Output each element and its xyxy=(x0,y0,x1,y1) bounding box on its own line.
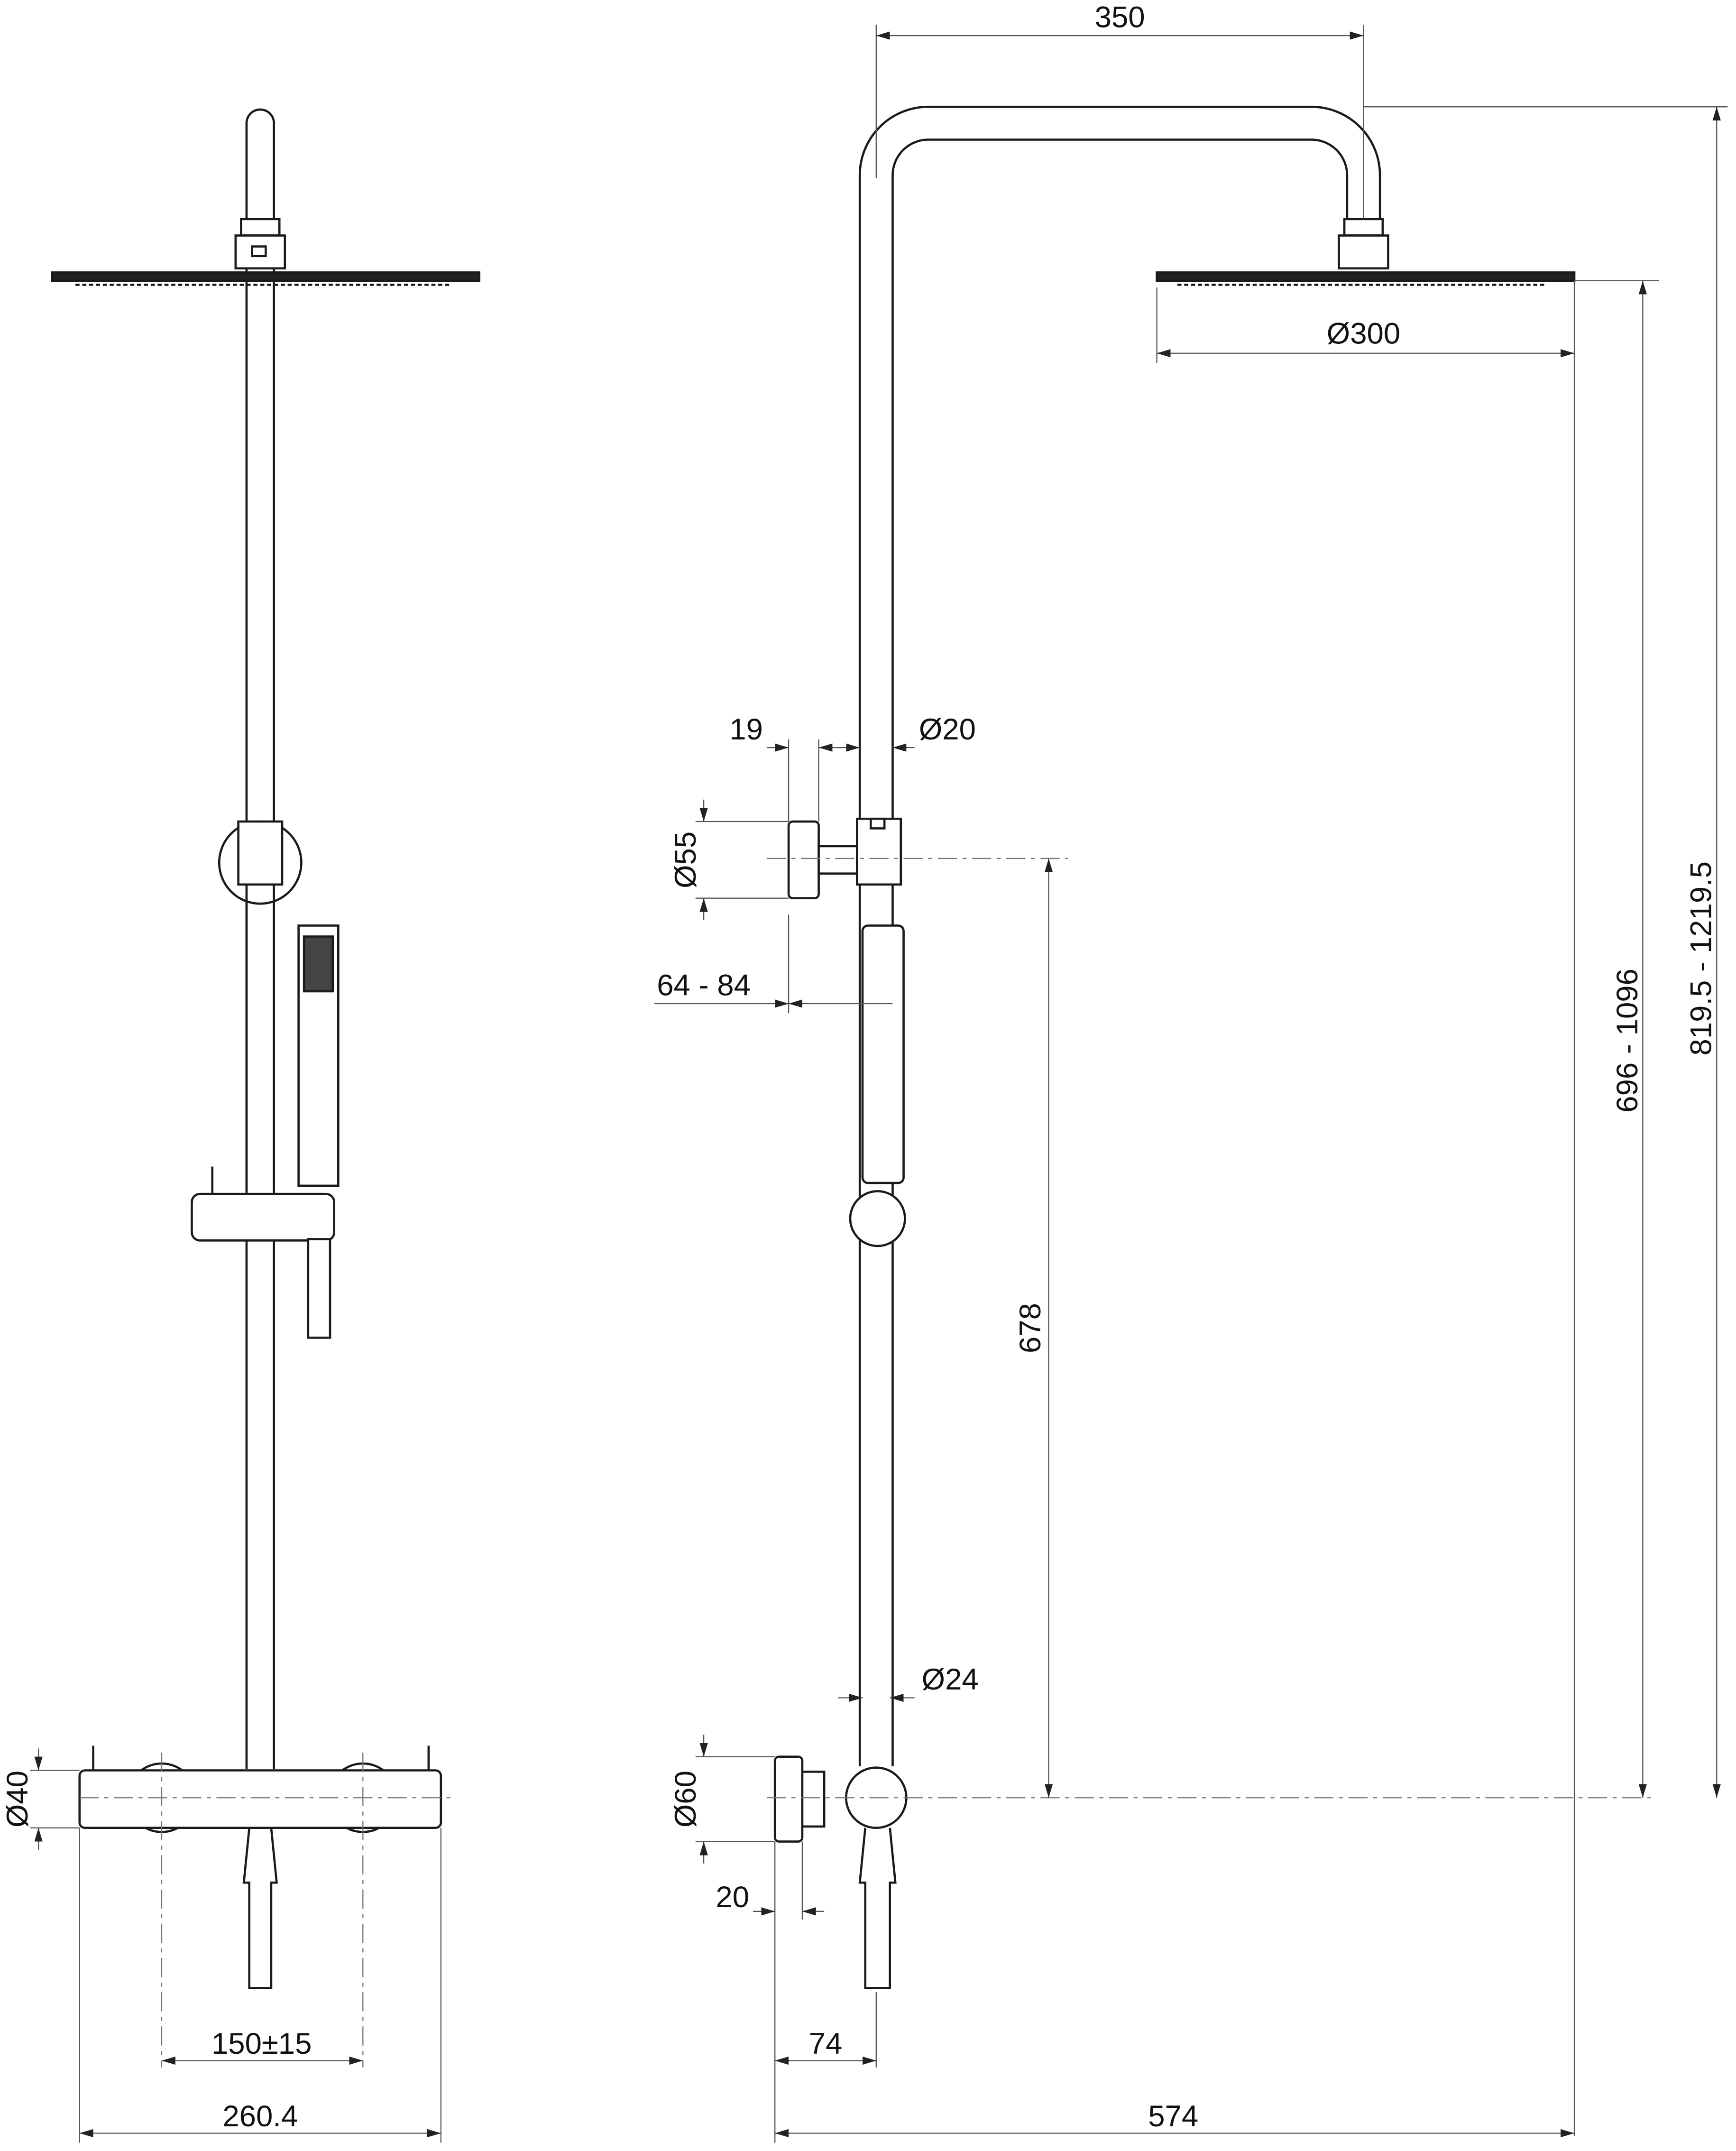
rain-shower-head xyxy=(51,271,480,282)
front-view xyxy=(51,108,480,2068)
dim-mixer-offset: 74 xyxy=(809,2027,843,2060)
outlet-pipe xyxy=(242,1828,278,1989)
dim-lower-pipe-diameter: Ø24 xyxy=(922,1663,979,1696)
dim-height-range-inner: 696 - 1096 xyxy=(1611,969,1644,1113)
hand-shower-handle xyxy=(307,1238,331,1339)
mixer-body xyxy=(78,1769,442,1829)
side-view xyxy=(766,105,1657,1989)
bracket-clamp-side xyxy=(856,817,902,886)
dim-total-depth: 574 xyxy=(1148,2100,1198,2133)
riser-pipe xyxy=(245,108,275,1769)
head-nut xyxy=(234,234,286,270)
arm-connector xyxy=(1343,218,1384,237)
dim-knob-depth-top: 19 xyxy=(729,713,763,746)
dim-height-range-outer: 819.5 - 1219.5 xyxy=(1685,861,1718,1056)
dim-head-diameter: Ø300 xyxy=(1327,317,1400,351)
slider-side xyxy=(849,1190,906,1247)
head-nut-slot xyxy=(251,245,267,258)
head-connector xyxy=(240,218,281,237)
wall-bracket-knob xyxy=(787,820,820,899)
rain-shower-head-side xyxy=(1156,271,1576,282)
shower-arm xyxy=(858,105,1381,819)
arm-nut xyxy=(1338,234,1389,270)
slider xyxy=(191,1192,335,1242)
outlet-pipe-side xyxy=(858,1828,897,1989)
hand-shower-spray-face xyxy=(303,935,334,993)
dim-mixer-body-diameter: Ø40 xyxy=(1,1771,34,1828)
dim-mixer-knob-diameter: Ø60 xyxy=(669,1771,702,1828)
dim-arm-reach: 350 xyxy=(1095,1,1145,34)
bracket-clamp xyxy=(237,820,284,886)
dim-mixer-knob-depth: 20 xyxy=(716,1881,749,1914)
dim-riser-height: 678 xyxy=(1014,1303,1047,1353)
hand-shower-side xyxy=(861,924,905,1184)
dim-mixer-width: 260.4 xyxy=(222,2100,298,2133)
dim-knob-diameter-top: Ø55 xyxy=(669,831,702,888)
mixer-knob-side xyxy=(773,1755,804,1843)
dim-inlet-centers: 150±15 xyxy=(211,2027,312,2060)
dim-wall-bracket-range: 64 - 84 xyxy=(657,969,751,1002)
dim-riser-diameter: Ø20 xyxy=(919,713,976,746)
